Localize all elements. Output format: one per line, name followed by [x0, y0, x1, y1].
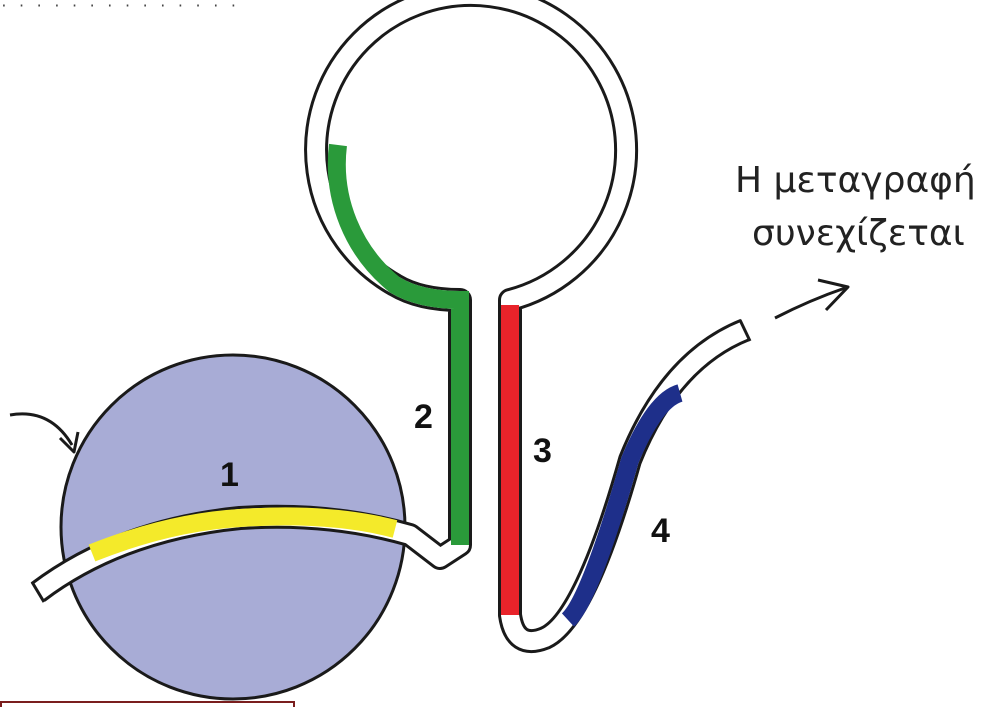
- segment-1-label: 1: [220, 456, 239, 494]
- continuation-arrow: [775, 280, 848, 318]
- caption-line-2: συνεχίζεται: [752, 213, 965, 254]
- segment-3-label: 3: [533, 432, 552, 470]
- cropped-text-fragment: · · · · · · · · · · · · · ·: [0, 0, 380, 14]
- segment-4-label: 4: [651, 512, 670, 550]
- caption-line-1: Η μεταγραφή: [735, 160, 976, 201]
- cropped-frame-edge: [0, 701, 295, 707]
- ribosome-pointer-arrow: [10, 414, 78, 452]
- segment-2-label: 2: [414, 398, 433, 436]
- segment-4: [568, 393, 680, 620]
